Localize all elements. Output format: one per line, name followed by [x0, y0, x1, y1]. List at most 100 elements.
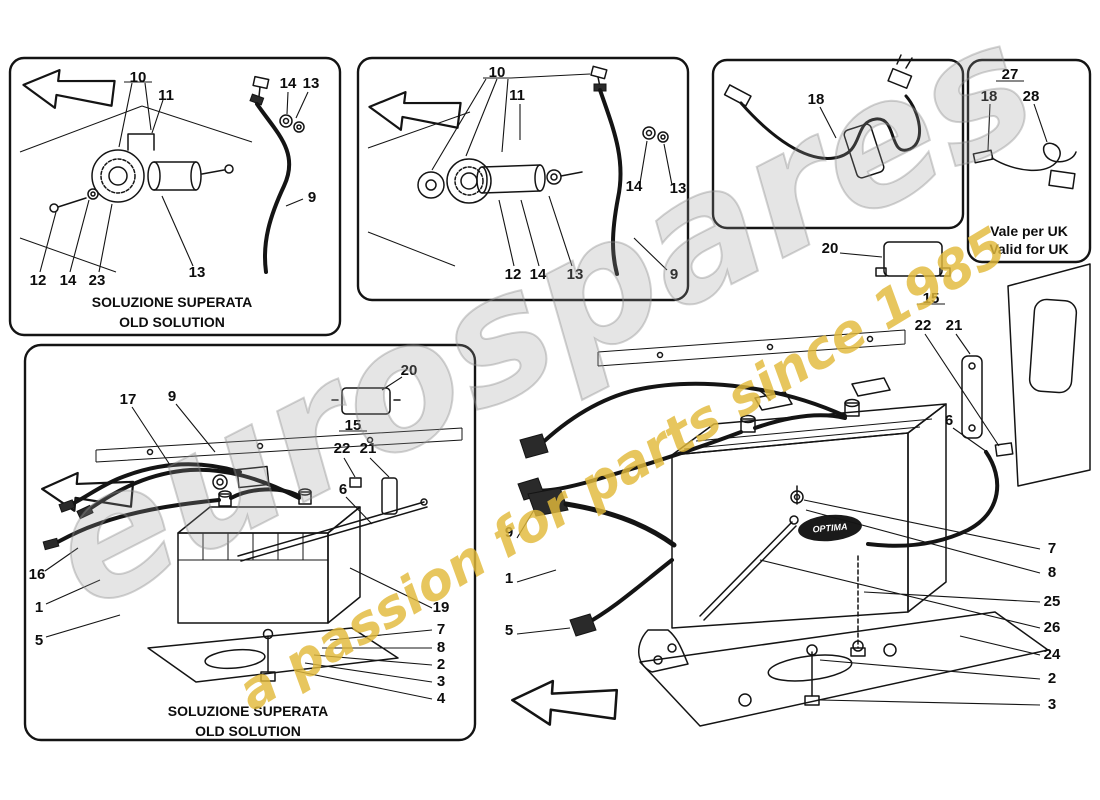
callout-18: 18	[808, 91, 825, 108]
callout-8: 8	[437, 639, 445, 656]
hold-down-rod	[237, 498, 428, 562]
callout-20: 20	[401, 362, 418, 379]
callout-6: 6	[339, 481, 347, 498]
cable-assembly	[972, 142, 1077, 190]
chassis-rail	[597, 329, 906, 367]
callout-7: 7	[1048, 540, 1056, 557]
chassis-lines	[19, 105, 253, 273]
hold-down-hardware	[699, 485, 866, 657]
bracket-clamp	[349, 477, 398, 515]
callout-9: 9	[308, 189, 316, 206]
callout-10: 10	[489, 64, 506, 81]
callout-28: 28	[1023, 88, 1040, 105]
leader-lines	[44, 376, 433, 700]
callout-1: 1	[505, 570, 513, 587]
panel-old-solution-battery: 17 9 20 15 22 21 6 16 1 5 19 7 8 2 3 4 S…	[23, 343, 477, 742]
callout-14: 14	[626, 178, 643, 195]
callout-21: 21	[946, 317, 963, 334]
caption-old-solution-it: SOLUZIONE SUPERATA	[168, 703, 329, 719]
direction-arrow-icon	[509, 677, 619, 731]
callout-13: 13	[303, 75, 320, 92]
callout-13b: 13	[189, 264, 206, 281]
callout-15: 15	[345, 417, 362, 434]
grommet-disc	[91, 149, 145, 203]
callout-1: 1	[35, 599, 43, 616]
callout-17: 17	[120, 391, 137, 408]
callout-19: 19	[433, 599, 450, 616]
leader-lines	[987, 80, 1048, 151]
callout-10: 10	[130, 69, 147, 86]
callout-3: 3	[437, 673, 445, 690]
caption-uk-en: Valid for UK	[989, 241, 1068, 257]
ground-cable	[593, 83, 623, 276]
panel-border	[23, 343, 477, 742]
callout-20: 20	[822, 240, 839, 257]
callout-14: 14	[280, 75, 297, 92]
callout-26: 26	[1044, 619, 1061, 636]
caption-old-solution-en: OLD SOLUTION	[119, 314, 225, 330]
callout-2: 2	[1048, 670, 1056, 687]
callout-5: 5	[35, 632, 43, 649]
panel-border	[8, 56, 342, 337]
callout-16: 16	[29, 566, 46, 583]
callout-9: 9	[505, 524, 513, 541]
main-battery-diagram: OPTIMA	[505, 240, 1091, 731]
battery-cables	[517, 381, 1000, 637]
leader-lines	[39, 81, 309, 273]
leader-lines	[516, 252, 1041, 706]
callout-24: 24	[1044, 646, 1061, 663]
chassis-rail	[95, 427, 463, 463]
mounting-plate	[638, 611, 1049, 727]
ground-cable	[249, 93, 292, 274]
leader-lines	[819, 106, 837, 139]
callout-4: 4	[437, 690, 446, 707]
battery-cables	[42, 462, 301, 551]
panel-border	[356, 56, 690, 302]
battery-brand-label: OPTIMA	[812, 521, 848, 534]
callout-8: 8	[1048, 564, 1056, 581]
panel-interior-cable: 18	[711, 54, 965, 230]
grommet-parts	[417, 158, 583, 204]
callout-6: 6	[945, 412, 953, 429]
bolt-and-washers	[590, 65, 669, 143]
direction-arrow-icon	[20, 64, 117, 116]
terminal-bracket	[127, 133, 234, 191]
callout-12: 12	[505, 266, 522, 283]
caption-uk-it: Vale per UK	[990, 223, 1068, 239]
panel-old-solution-terminal: 10 11 14 13 9 12 14 23 13 SOLUZIONE SUPE…	[8, 56, 342, 337]
callout-9: 9	[670, 266, 678, 283]
callout-15: 15	[923, 290, 940, 307]
callout-12: 12	[30, 272, 47, 289]
chassis-lines	[367, 111, 471, 267]
battery-tray	[147, 627, 399, 683]
callout-23: 23	[89, 272, 106, 289]
panel-uk-cable: 27 18 28 Vale per UK Valid for UK	[966, 58, 1092, 264]
callout-11: 11	[158, 87, 174, 104]
watermark: eurospares a passion for parts since 198…	[16, 0, 1066, 723]
callout-13: 13	[670, 180, 687, 197]
panel-border	[711, 58, 965, 230]
callout-5: 5	[505, 622, 513, 639]
callout-18: 18	[981, 88, 998, 105]
callout-14b: 14	[530, 266, 547, 283]
body-panel	[1007, 263, 1091, 487]
callout-3: 3	[1048, 696, 1056, 713]
battery-body	[177, 465, 361, 624]
relay-box	[331, 387, 401, 415]
callout-22: 22	[334, 440, 351, 457]
battery-body: OPTIMA	[671, 377, 947, 629]
callout-25: 25	[1044, 593, 1061, 610]
callout-13b: 13	[567, 266, 584, 283]
callout-22: 22	[915, 317, 932, 334]
caption-old-solution-en: OLD SOLUTION	[195, 723, 301, 739]
callout-11: 11	[509, 87, 525, 104]
callout-2: 2	[437, 656, 445, 673]
callout-27: 27	[1002, 66, 1019, 83]
callout-14b: 14	[60, 272, 77, 289]
caption-old-solution-it: SOLUZIONE SUPERATA	[92, 294, 253, 310]
callout-21: 21	[360, 440, 377, 457]
bracket-clamp	[961, 355, 1014, 457]
relay-box	[875, 241, 951, 277]
